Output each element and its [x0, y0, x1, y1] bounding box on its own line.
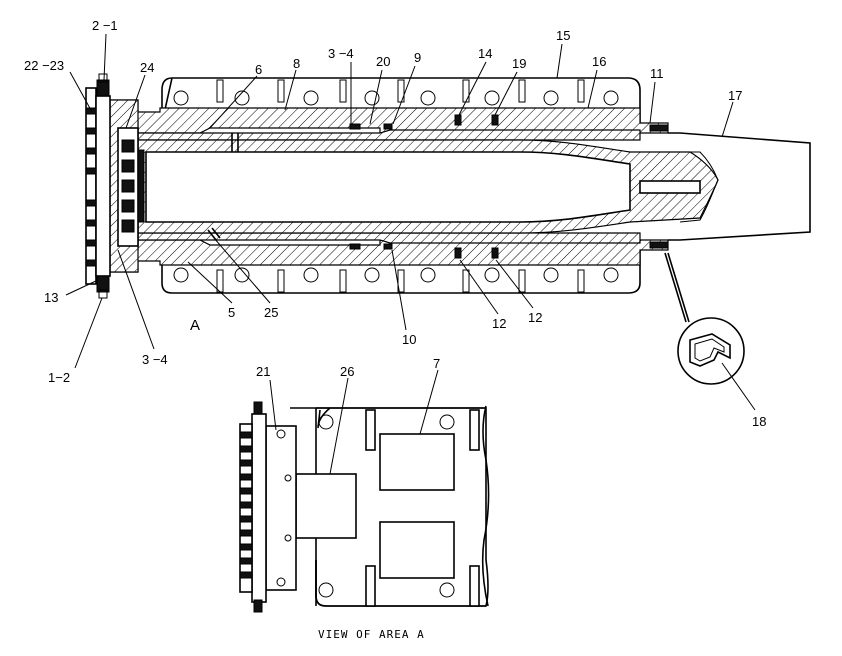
callout-26: 26 — [340, 364, 354, 379]
callout-A: A — [190, 317, 200, 334]
callout-12a: 12 — [492, 316, 506, 331]
area-a-bolts — [239, 401, 292, 613]
callout-6: 6 — [255, 62, 262, 77]
sleeve-top — [137, 129, 641, 141]
callout-16: 16 — [592, 54, 606, 69]
tool-bore — [145, 151, 631, 223]
callout-14: 14 — [478, 46, 492, 61]
callout-11: 11 — [650, 66, 664, 81]
callout-18: 18 — [752, 414, 766, 429]
callout-12b: 12 — [528, 310, 542, 325]
callout-19: 19 — [512, 56, 526, 71]
sleeve-bottom — [137, 232, 641, 244]
tool-bit — [668, 132, 811, 241]
callout-13: 13 — [44, 290, 58, 305]
view-caption: VIEW OF AREA A — [318, 628, 425, 641]
end-cap — [85, 73, 145, 299]
callout-10: 10 — [402, 332, 416, 347]
callout-15: 15 — [556, 28, 570, 43]
leader-lines — [65, 33, 756, 411]
callout-22-23: 22 −23 — [24, 58, 64, 73]
area-a-block-7-top — [379, 433, 455, 491]
callout-5: 5 — [228, 305, 235, 320]
tool-bit-inner — [679, 151, 719, 223]
area-a-block-7-bottom — [379, 521, 455, 579]
callout-3-4-bottom: 3 −4 — [142, 352, 168, 367]
callout-17: 17 — [728, 88, 742, 103]
bolt-holes-bottom — [173, 267, 619, 283]
area-a-frame-21 — [265, 425, 297, 591]
seal-profile — [689, 333, 731, 367]
detail-circle-18 — [677, 317, 745, 385]
callout-labels: 2 −1 22 −23 24 6 8 3 −4 20 9 14 19 15 16… — [24, 18, 766, 429]
callout-8: 8 — [293, 56, 300, 71]
area-a-block-26 — [295, 473, 357, 539]
callout-21: 21 — [256, 364, 270, 379]
callout-24: 24 — [140, 60, 154, 75]
callout-20: 20 — [376, 54, 390, 69]
tool-slot — [639, 180, 701, 194]
bolt-holes-top — [173, 90, 619, 106]
view-area-a — [239, 369, 490, 613]
callout-1-2: 1−2 — [48, 370, 70, 385]
callout-25: 25 — [264, 305, 278, 320]
callout-2-1: 2 −1 — [92, 18, 118, 33]
callout-3-4-top: 3 −4 — [328, 46, 354, 61]
callout-9: 9 — [414, 50, 421, 65]
callout-7: 7 — [433, 356, 440, 371]
main-assembly — [85, 73, 811, 385]
